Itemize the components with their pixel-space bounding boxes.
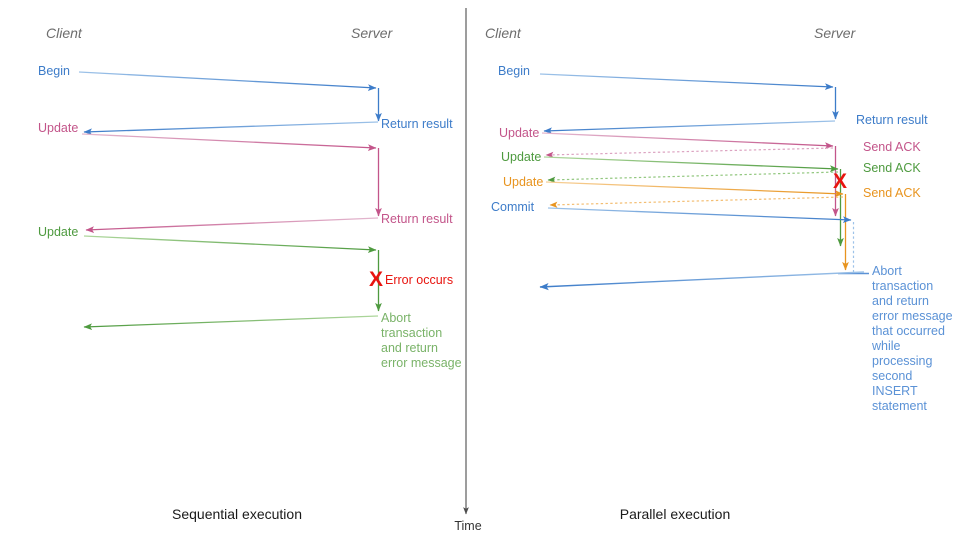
- arrow-begin: [539, 73, 834, 91]
- parallel-msg-return-result: Return result: [856, 113, 928, 127]
- sequential-msg-update-2: Update: [38, 225, 79, 239]
- parallel-msg-begin: Begin: [498, 64, 530, 78]
- sequential-msg-begin: Begin: [38, 64, 70, 78]
- arrow-update-1: [541, 132, 834, 150]
- arrow-send-ack-3: [549, 196, 844, 208]
- arrow-begin: [78, 71, 377, 91]
- parallel-caption: Parallel execution: [619, 506, 731, 522]
- parallel-msg-update-2: Update: [501, 150, 542, 164]
- panel-sequential-arrows: [78, 71, 382, 331]
- parallel-msg-commit: Commit: [491, 200, 535, 214]
- arrow-commit: [547, 207, 852, 224]
- parallel-client-header: Client: [485, 25, 521, 41]
- parallel-msg-send-ack-1: Send ACK: [863, 140, 921, 154]
- error-marker-icon: X: [833, 170, 848, 193]
- parallel-msg-abort: Abort transaction and return error messa…: [872, 264, 953, 413]
- arrow-update-1: [81, 133, 377, 151]
- parallel-server-header: Server: [814, 25, 856, 41]
- sequential-msg-update-1: Update: [38, 121, 79, 135]
- error-marker-icon: X: [369, 268, 384, 291]
- parallel-msg-send-ack-3: Send ACK: [863, 186, 921, 200]
- sequential-msg-return-result-2: Return result: [381, 212, 453, 226]
- sequential-error-label: Error occurs: [385, 273, 454, 287]
- arrow-return-result-1: [83, 121, 379, 136]
- sequential-server-header: Server: [351, 25, 393, 41]
- sequential-msg-abort: Abort transaction and return error messa…: [381, 311, 462, 370]
- arrow-send-ack-1: [545, 147, 834, 158]
- sequential-caption: Sequential execution: [172, 506, 302, 522]
- arrow-update-3: [545, 181, 844, 198]
- panel-parallel-arrows: [539, 73, 869, 291]
- parallel-msg-update-1: Update: [499, 126, 540, 140]
- arrow-update-2: [543, 156, 839, 173]
- arrow-send-ack-2: [547, 171, 839, 183]
- time-axis-label: Time: [454, 519, 482, 533]
- arrow-abort-sequential: [83, 315, 379, 331]
- arrow-abort-parallel: [539, 271, 865, 291]
- sequential-msg-return-result-1: Return result: [381, 117, 453, 131]
- parallel-msg-update-3: Update: [503, 175, 544, 189]
- arrow-return-result: [543, 120, 836, 135]
- sequential-client-header: Client: [46, 25, 82, 41]
- arrow-update-2: [83, 235, 377, 253]
- parallel-msg-send-ack-2: Send ACK: [863, 161, 921, 175]
- arrow-return-result-2: [85, 217, 379, 234]
